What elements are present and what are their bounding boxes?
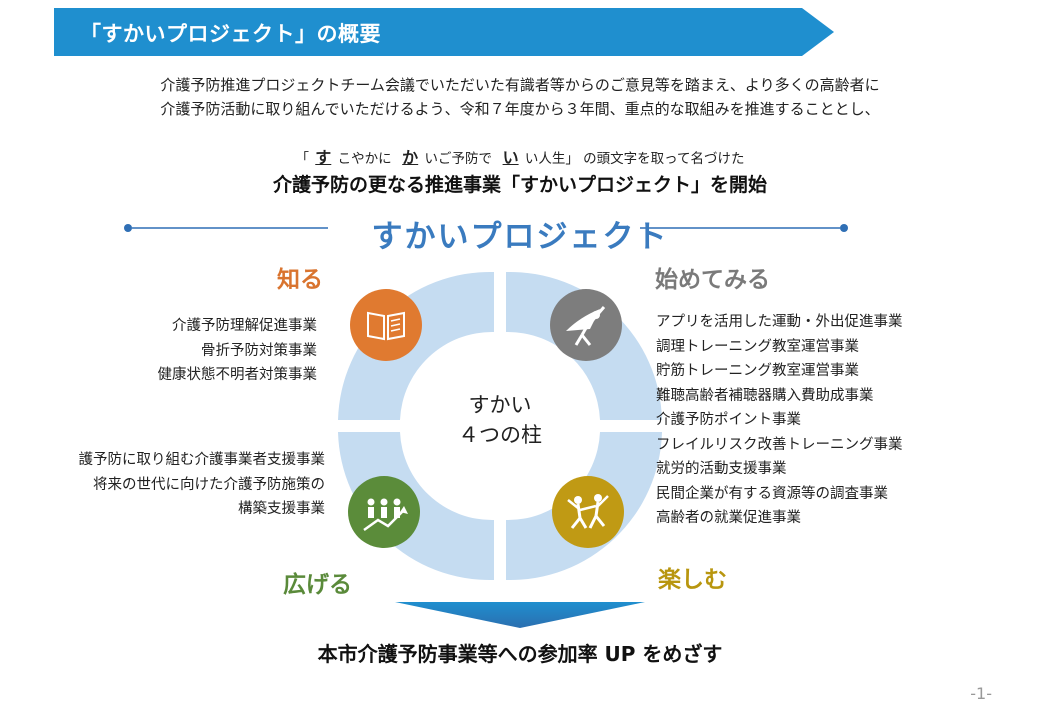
list-item: 民間企業が有する資源等の調査事業 bbox=[656, 485, 888, 502]
origin-letter-su: す bbox=[315, 148, 332, 167]
lead-heading: 介護予防の更なる推進事業「すかいプロジェクト」を開始 bbox=[272, 174, 767, 196]
banner-arrow-shape bbox=[54, 8, 834, 56]
list-item: 骨折予防対策事業 bbox=[201, 342, 317, 359]
list-item: アプリを活用した運動・外出促進事業 bbox=[656, 314, 903, 330]
ring-center-line-2: ４つの柱 bbox=[458, 423, 542, 447]
ring-center-line-1: すかい bbox=[468, 393, 532, 417]
superhero-icon bbox=[550, 289, 622, 361]
pillar-title-tanoshimu: 楽しむ bbox=[658, 567, 727, 593]
project-title-rule bbox=[124, 224, 848, 232]
growth-people-icon bbox=[348, 476, 420, 548]
ring-center-label: すかい ４つの柱 bbox=[420, 390, 580, 450]
list-item: 構築支援事業 bbox=[238, 501, 325, 517]
intro-line-1: 介護予防推進プロジェクトチーム会議でいただいた有識者等からのご意見等を踏まえ、よ… bbox=[160, 76, 880, 94]
list-item: フレイルリスク改善トレーニング事業 bbox=[656, 436, 903, 453]
origin-letter-i: い bbox=[502, 148, 519, 167]
list-item: 将来の世代に向けた介護予防施策の bbox=[93, 476, 325, 493]
list-item: 就労的活動支援事業 bbox=[656, 461, 787, 477]
list-item: 護予防に取り組む介護事業者支援事業 bbox=[78, 452, 326, 468]
origin-text-2: いご予防で bbox=[424, 151, 492, 167]
origin-text-3: い人生」 の頭文字を取って名づけた bbox=[524, 151, 745, 167]
header-banner: 「すかいプロジェクト」の概要 bbox=[54, 8, 834, 56]
ring-segment-shiru bbox=[338, 271, 494, 420]
intro-line-2: 介護予防活動に取り組んでいただけるよう、令和７年度から３年間、重点的な取組みを推… bbox=[160, 100, 880, 118]
pillars-ring bbox=[338, 271, 662, 581]
origin-letter-ka: か bbox=[402, 148, 419, 167]
list-item: 調理トレーニング教室運営事業 bbox=[656, 338, 859, 355]
page-number: -1- bbox=[970, 684, 992, 703]
list-item: 難聴高齢者補聴器購入費助成事業 bbox=[656, 387, 874, 404]
goal-statement: 本市介護予防事業等への参加率 UP をめざす bbox=[317, 642, 723, 666]
pillar-title-shiru: 知る bbox=[277, 267, 323, 293]
list-item: 介護予防理解促進事業 bbox=[172, 318, 317, 334]
name-origin: 「 す こやかに か いご予防で い い人生」 の頭文字を取って名づけた bbox=[0, 144, 1040, 168]
page-title: 「すかいプロジェクト」の概要 bbox=[80, 22, 381, 46]
project-title: すかいプロジェクト bbox=[371, 219, 669, 255]
pillar-title-hajimetemiru: 始めてみる bbox=[655, 267, 770, 293]
list-item: 介護予防ポイント事業 bbox=[656, 412, 801, 428]
list-item: 高齢者の就業促進事業 bbox=[656, 510, 801, 526]
hajimetemiru-items: アプリを活用した運動・外出促進事業 調理トレーニング教室運営事業 貯筋トレーニン… bbox=[656, 310, 903, 531]
list-item: 貯筋トレーニング教室運営事業 bbox=[656, 363, 859, 379]
origin-text-1: こやかに bbox=[337, 151, 392, 167]
hirogeru-items: 護予防に取り組む介護事業者支援事業 将来の世代に向けた介護予防施策の 構築支援事… bbox=[79, 448, 326, 522]
pillar-title-hirogeru: 広げる bbox=[283, 572, 352, 598]
down-arrow-icon bbox=[395, 602, 645, 628]
origin-open: 「 bbox=[295, 151, 309, 167]
list-item: 健康状態不明者対策事業 bbox=[157, 367, 318, 383]
dancing-people-icon bbox=[552, 476, 624, 548]
book-icon bbox=[350, 289, 422, 361]
shiru-items: 介護予防理解促進事業 骨折予防対策事業 健康状態不明者対策事業 bbox=[158, 314, 318, 388]
